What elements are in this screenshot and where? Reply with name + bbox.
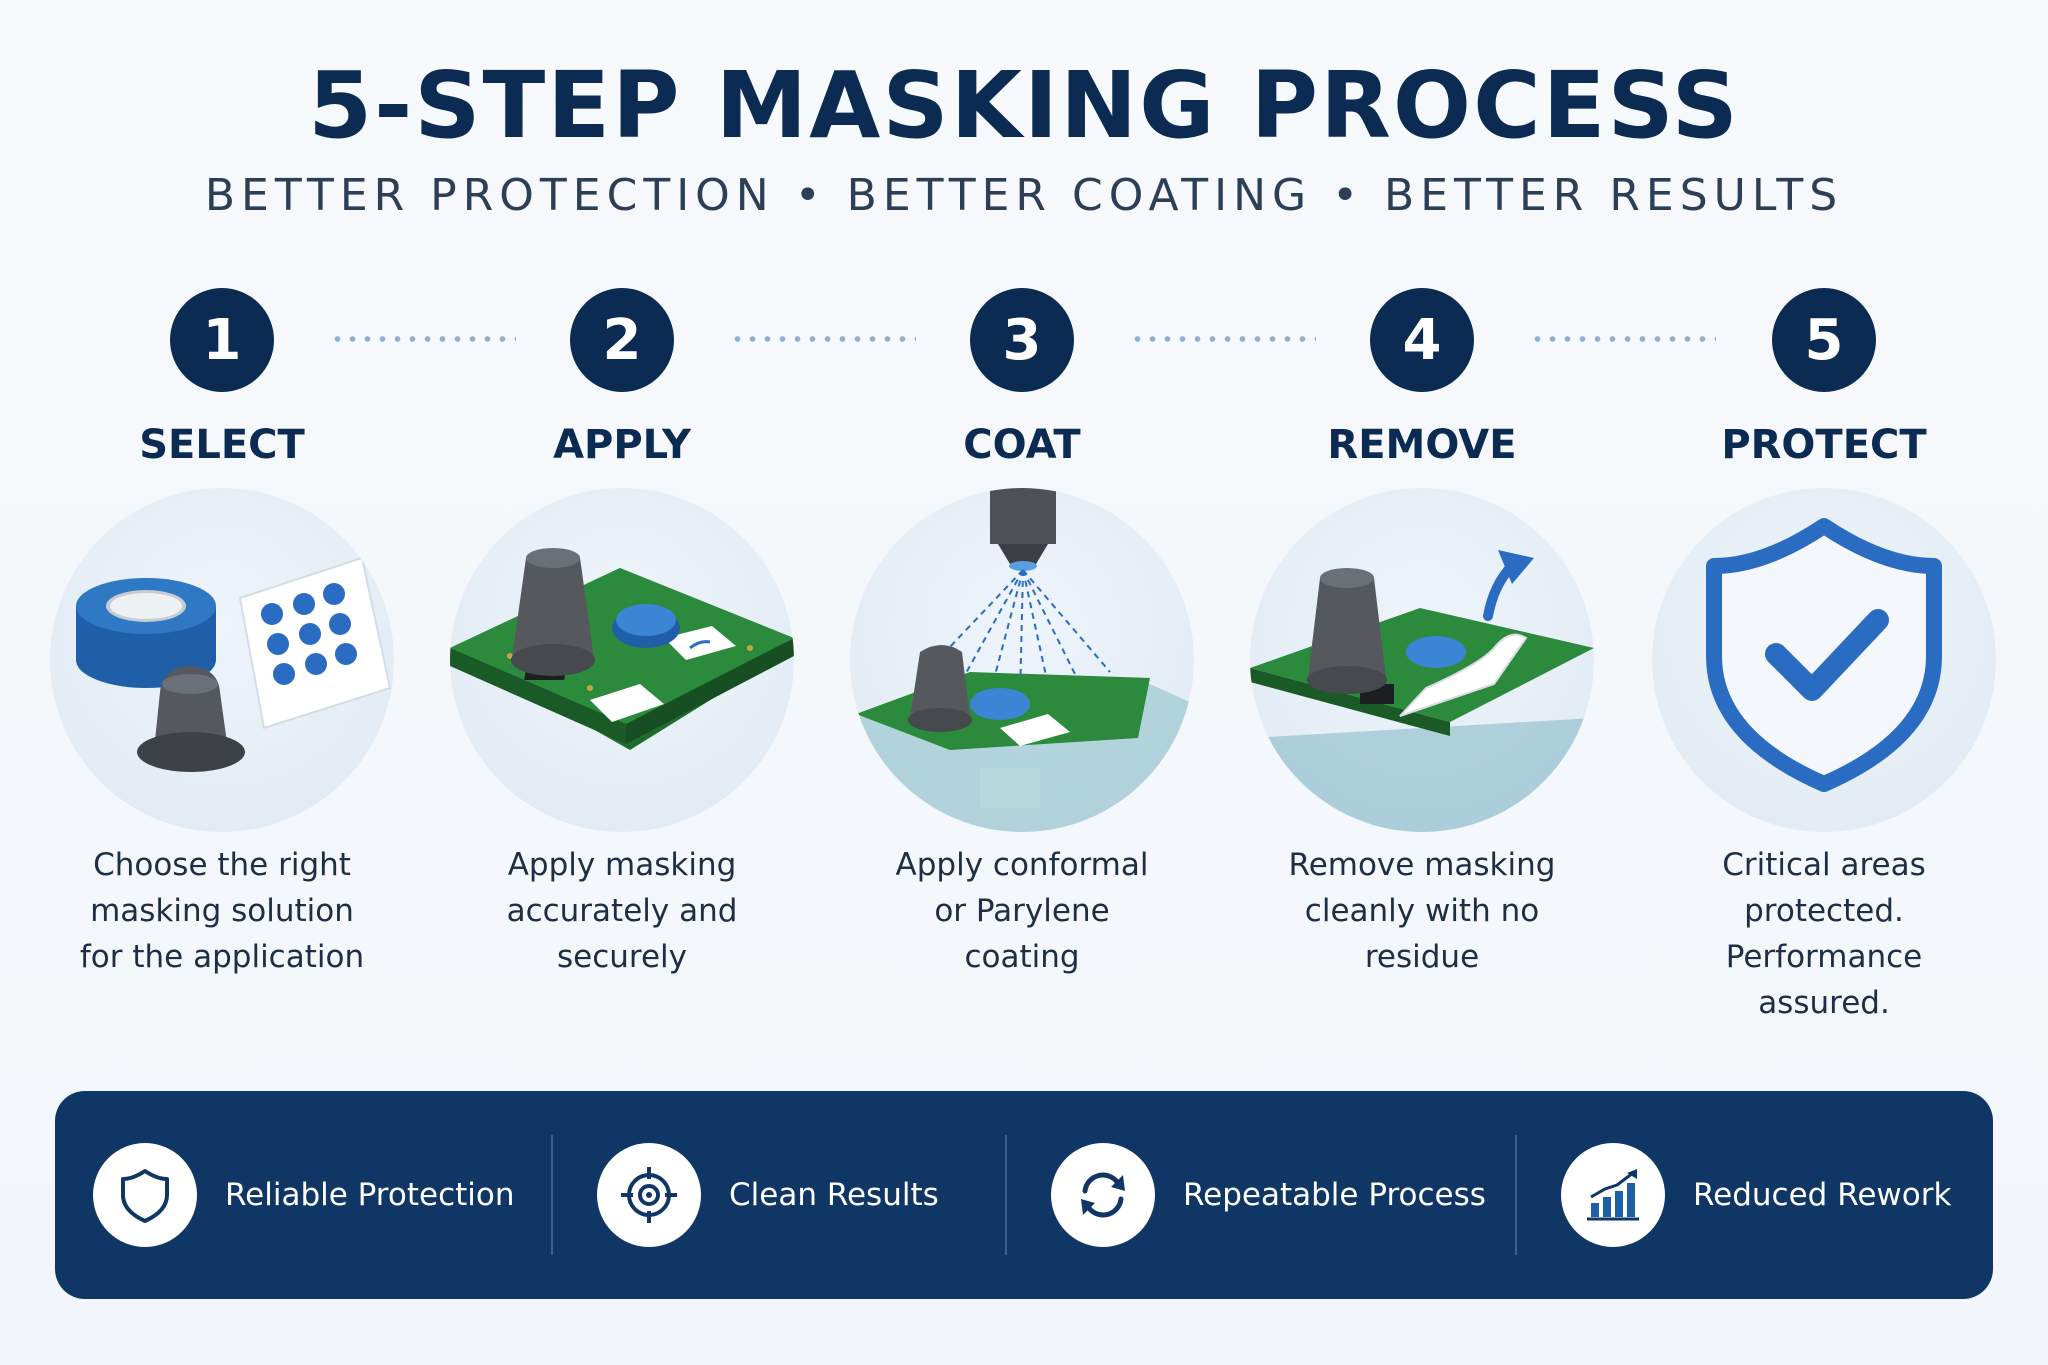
page-title: 5-STEP MASKING PROCESS: [308, 52, 1740, 159]
peel-off-icon: [1250, 488, 1594, 832]
benefit-divider: [1515, 1135, 1517, 1255]
benefit-label: Reliable Protection: [225, 1177, 515, 1213]
step-description: Apply conformal or Parylene coating: [895, 847, 1149, 975]
benefit-reliable-protection: Reliable Protection: [93, 1091, 515, 1299]
step-coat: 3 COAT Apply conformal or Parylene coati…: [842, 286, 1202, 1066]
step-description: Apply masking accurately and securely: [506, 847, 738, 975]
shield-icon: [93, 1143, 197, 1247]
step-select: 1 SELECT Choose the right masking soluti…: [42, 286, 402, 1066]
step-apply: 2 APPLY Apply masking accurately and sec…: [442, 286, 802, 1066]
benefit-label: Clean Results: [729, 1177, 939, 1213]
step-description: Critical areas protected. Performance as…: [1722, 847, 1926, 1021]
step-number-badge: 3: [970, 288, 1074, 392]
step-title: APPLY: [553, 422, 691, 468]
benefit-reduced-rework: Reduced Rework: [1561, 1091, 1951, 1299]
step-number-badge: 4: [1370, 288, 1474, 392]
step-title: SELECT: [139, 422, 305, 468]
step-connector: [330, 336, 516, 342]
pcb-masked-icon: [450, 488, 794, 832]
shield-check-icon: [1652, 488, 1996, 832]
step-title: PROTECT: [1721, 422, 1927, 468]
step-connector: [1530, 336, 1716, 342]
benefit-repeatable-process: Repeatable Process: [1051, 1091, 1486, 1299]
step-title: REMOVE: [1327, 422, 1517, 468]
step-protect: 5 PROTECT Critical areas protected. Perf…: [1644, 286, 2004, 1066]
step-number-badge: 5: [1772, 288, 1876, 392]
step-connector: [730, 336, 916, 342]
step-connector: [1130, 336, 1316, 342]
page-subtitle: BETTER PROTECTION • BETTER COATING • BET…: [204, 170, 1844, 221]
benefits-band: Reliable Protection Clean Results: [55, 1091, 1993, 1299]
step-description: Choose the right masking solution for th…: [79, 847, 365, 975]
benefit-label: Reduced Rework: [1693, 1177, 1952, 1213]
step-remove: 4 REMOVE Remove masking cleanly with no …: [1242, 286, 1602, 1066]
target-icon: [597, 1143, 701, 1247]
tape-and-dots-icon: [50, 488, 394, 832]
benefit-divider: [551, 1135, 553, 1255]
bar-chart-up-icon: [1561, 1143, 1665, 1247]
spray-nozzle-icon: [850, 488, 1194, 832]
step-description: Remove masking cleanly with no residue: [1288, 847, 1556, 975]
step-title: COAT: [963, 422, 1081, 468]
step-number-badge: 2: [570, 288, 674, 392]
benefit-divider: [1005, 1135, 1007, 1255]
refresh-icon: [1051, 1143, 1155, 1247]
benefit-label: Repeatable Process: [1183, 1177, 1486, 1213]
step-number-badge: 1: [170, 288, 274, 392]
benefit-clean-results: Clean Results: [597, 1091, 939, 1299]
